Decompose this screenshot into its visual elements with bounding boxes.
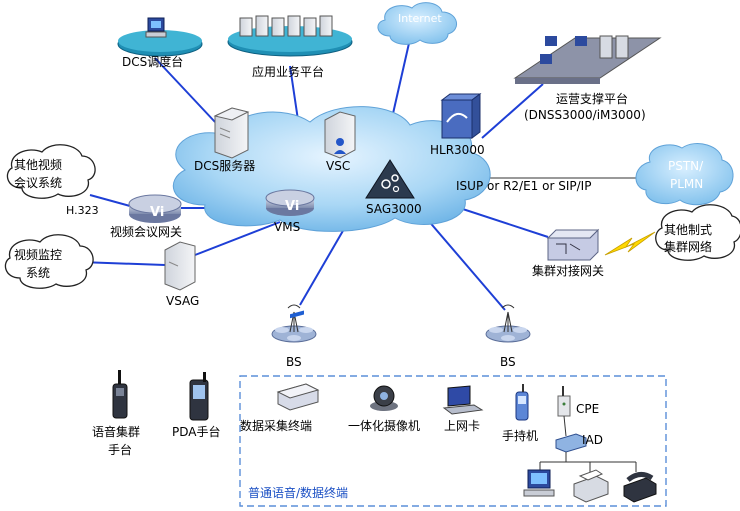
voice-handset-label-2: 手台 <box>108 442 132 457</box>
video-mon-cloud <box>4 234 94 289</box>
dcs-server-label: DCS服务器 <box>194 158 255 173</box>
pda-icon <box>189 372 209 421</box>
server-icon <box>213 107 250 159</box>
internet-label: Internet <box>398 12 442 25</box>
printer-icon <box>573 469 609 503</box>
terminal-box-label: 普通语音/数据终端 <box>248 485 348 500</box>
interfaces-label: ISUP or R2/E1 or SIP/IP <box>456 179 591 193</box>
bs-right-label: BS <box>500 355 516 369</box>
data-terminal-label: 数据采集终端 <box>240 418 312 433</box>
pstn-label-1: PSTN/ <box>668 159 704 173</box>
handheld-icon <box>515 384 529 421</box>
link-oss <box>481 83 544 139</box>
camera-icon <box>370 385 398 411</box>
cpe-label: CPE <box>576 402 599 416</box>
pda-handset-label: PDA手台 <box>172 424 220 439</box>
trunk-gw-label: 集群对接网关 <box>532 263 604 278</box>
wireless-bolt-icon <box>604 231 656 256</box>
oss-platform-node <box>513 35 662 84</box>
handheld-label: 手持机 <box>502 428 538 443</box>
router-icon: Vi <box>265 189 315 216</box>
video-mon-label-1: 视频监控 <box>14 247 62 262</box>
sag-label: SAG3000 <box>366 202 422 216</box>
other-trunk-label-2: 集群网络 <box>664 239 712 254</box>
link-dcs-console <box>154 57 216 123</box>
cpe-icon <box>557 386 571 417</box>
app-platform-node <box>227 15 353 57</box>
link-video-mon <box>79 261 166 266</box>
net-card-label: 上网卡 <box>444 419 480 433</box>
computer-icon <box>523 469 555 497</box>
other-video-label-1: 其他视频 <box>14 157 62 172</box>
bs-left-label: BS <box>286 355 302 369</box>
pstn-cloud: PSTN/ PLMN <box>635 143 734 206</box>
video-gw-label: 视频会议网关 <box>110 224 182 239</box>
antenna-icon <box>485 304 531 343</box>
triangle-switch-icon <box>365 159 415 199</box>
other-trunk-label-1: 其他制式 <box>664 223 712 237</box>
gateway-icon <box>546 228 600 261</box>
link-app-platform <box>289 65 299 121</box>
vsc-server-icon <box>324 111 356 159</box>
computer-icon <box>540 35 629 64</box>
pstn-label-2: PLMN <box>670 177 703 191</box>
dcs-console-label: DCS调度台 <box>122 54 183 69</box>
terminal-box <box>239 375 667 507</box>
video-mon-label-2: 系统 <box>26 266 50 280</box>
camera-label: 一体化摄像机 <box>348 418 420 433</box>
other-trunk-cloud <box>655 204 740 261</box>
svg-text:Vi: Vi <box>150 205 164 220</box>
iad-label: IAD <box>582 433 603 447</box>
vsc-label: VSC <box>326 159 350 173</box>
oss-title-label: 运营支撑平台 <box>556 91 628 106</box>
computer-icon <box>145 17 167 38</box>
link-other-video <box>89 194 131 207</box>
other-video-cloud <box>6 144 96 199</box>
oss-sub-label: (DNSS3000/iM3000) <box>524 108 646 122</box>
svg-text:Vi: Vi <box>285 199 299 214</box>
core-cloud <box>172 106 491 232</box>
dcs-console-node <box>117 17 203 57</box>
app-platform-label: 应用业务平台 <box>252 64 324 79</box>
handset-icon <box>112 370 128 419</box>
vms-label: VMS <box>274 220 300 234</box>
hlr-label: HLR3000 <box>430 143 485 157</box>
voice-handset-label-1: 语音集群 <box>92 424 140 439</box>
antenna-icon <box>271 304 317 343</box>
server-icon <box>164 241 196 291</box>
iad-icon <box>555 433 587 453</box>
h323-label: H.323 <box>66 204 99 217</box>
hlr-icon <box>440 93 482 139</box>
other-video-label-2: 会议系统 <box>14 176 62 190</box>
laptop-icon <box>442 385 484 415</box>
link-vsag <box>194 221 281 256</box>
phone-icon <box>623 472 657 503</box>
data-terminal-icon <box>276 310 320 411</box>
router-icon: Vi <box>128 194 182 223</box>
internet-cloud: Internet <box>377 2 457 45</box>
server-rack-icon <box>239 15 333 37</box>
vsag-label: VSAG <box>166 294 199 308</box>
